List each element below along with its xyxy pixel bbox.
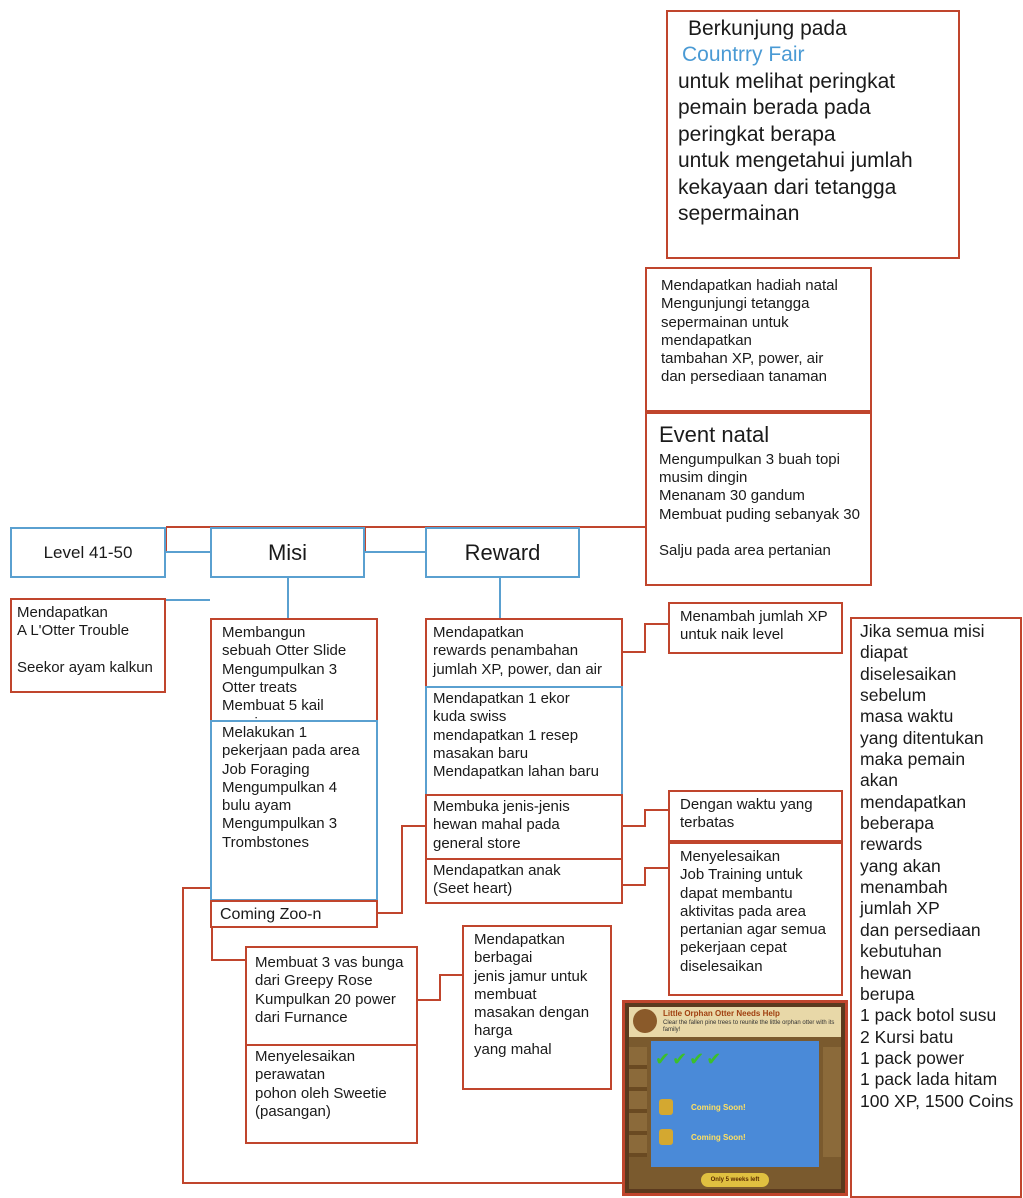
reward-header: Reward [425,527,580,578]
reward-box-3: Membuka jenis-jenis hewan mahal pada gen… [425,794,623,860]
level-detail-box: Mendapatkan A L'Otter Trouble Seekor aya… [10,598,166,693]
country-fair-description: untuk melihat peringkat pemain berada pa… [678,69,913,226]
log-column-left [629,1047,647,1157]
event-natal-box: Event natal Mengumpulkan 3 buah topi mus… [645,412,872,586]
weeks-left-button[interactable]: Only 5 weeks left [701,1173,769,1187]
right-summary-box: Jika semua misi diapat diselesaikan sebe… [850,617,1022,1198]
country-fair-highlight: Countrry Fair [682,43,805,67]
reward-box-4: Mendapatkan anak (Seet heart) [425,858,623,904]
reward-box-1: Mendapatkan rewards penambahan jumlah XP… [425,618,623,688]
game-header: Little Orphan Otter Needs Help Clear the… [629,1007,841,1037]
event-natal-body: Mengumpulkan 3 buah topi musim dingin Me… [659,450,860,560]
game-title: Little Orphan Otter Needs Help [663,1009,780,1018]
misi-box-1: Membangun sebuah Otter Slide Mengumpulka… [210,618,378,732]
misi-box-2: Melakukan 1 pekerjaan pada area Job Fora… [210,720,378,901]
lock-icon [659,1129,673,1145]
game-subtitle: Clear the fallen pine trees to reunite t… [663,1020,835,1033]
coming-zoo-n-box: Coming Zoo-n [210,900,378,928]
game-frame: Little Orphan Otter Needs Help Clear the… [629,1007,841,1189]
coming-soon-label-1: Coming Soon! [691,1103,746,1112]
reward-box-2: Mendapatkan 1 ekor kuda swiss mendapatka… [425,686,623,796]
log-column-right [823,1047,841,1157]
level-box: Level 41-50 [10,527,166,578]
misi-header: Misi [210,527,365,578]
misi-sub-box-1: Membuat 3 vas bunga dari Greepy Rose Kum… [245,946,418,1046]
event-natal-title: Event natal [659,422,770,447]
side-waktu-box: Dengan waktu yang terbatas [668,790,843,842]
otter-avatar [633,1009,657,1033]
side-job-training-box: Menyelesaikan Job Training untuk dapat m… [668,842,843,996]
hadiah-natal-box: Mendapatkan hadiah natal Mengunjungi tet… [645,267,872,412]
country-fair-box: Berkunjung pada Countrry Fair untuk meli… [666,10,960,259]
checkmark-icons: ✔✔✔✔ [655,1049,724,1069]
lock-icon [659,1099,673,1115]
side-xp-box: Menambah jumlah XP untuk naik level [668,602,843,654]
country-fair-intro: Berkunjung pada [688,17,847,40]
river-area: ✔✔✔✔ Coming Soon! Coming Soon! [651,1041,819,1167]
misi-sub-box-2: Menyelesaikan perawatan pohon oleh Sweet… [245,1044,418,1144]
coming-soon-label-2: Coming Soon! [691,1133,746,1142]
game-screenshot: Little Orphan Otter Needs Help Clear the… [622,1000,848,1196]
side-jamur-box: Mendapatkan berbagai jenis jamur untuk m… [462,925,612,1090]
